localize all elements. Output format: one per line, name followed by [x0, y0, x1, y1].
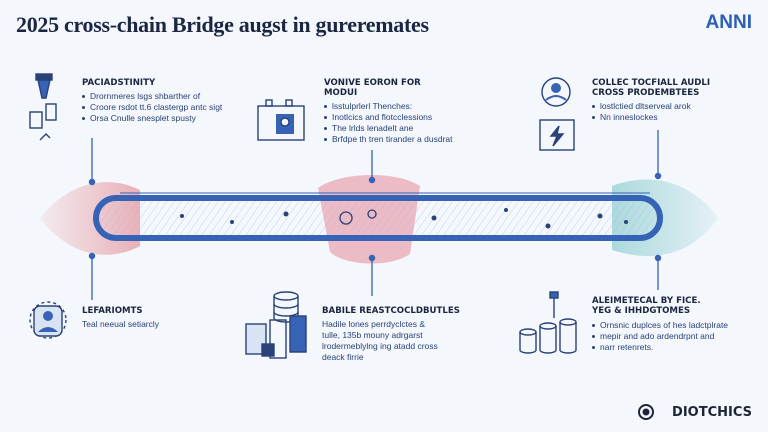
list-item: Orsa Cnulle snesplet spusty: [82, 113, 222, 124]
block-top-right: COLLEC TOCFIALL AUDLI CROSS PRODEMBTEES …: [592, 78, 710, 123]
list-item: Drornmeres lsgs shbarther of: [82, 91, 222, 102]
server-stack-icon: [245, 315, 307, 359]
block-heading: BABILE REASTCOCLDBUTLES: [322, 306, 460, 316]
shield-user-icon: [29, 301, 67, 339]
bridge-rail-body: [93, 195, 663, 241]
block-top-left: PACIADSTINITY Drornmeres lsgs shbarther …: [82, 78, 222, 124]
list-item: The lrlds lenadelt ane: [324, 123, 453, 134]
block-text: lrodermeblylng ing atadd cross: [322, 341, 438, 351]
page-title: 2025 cross-chain Bridge augst in gurerem…: [16, 12, 429, 37]
list-item: Brfdpe th tren tirander a dusdrat: [324, 134, 453, 145]
list-item: lostlctied dltserveal arok: [592, 101, 710, 112]
block-heading: LEFARIOMTS: [82, 306, 143, 316]
block-bottom-middle: BABILE REASTCOCLDBUTLES Hadile lones per…: [322, 306, 460, 363]
funnel-icon: [29, 73, 57, 141]
list-item: narr retenrets.: [592, 342, 728, 353]
block-heading: COLLEC TOCFIALL AUDLI CROSS PRODEMBTEES: [592, 78, 711, 98]
circle-user-icon: [541, 77, 571, 107]
coin-stack-icon: [519, 291, 577, 354]
block-heading: PACIADSTINITY: [82, 78, 156, 88]
footer-brand: DIOTCHICS: [672, 405, 752, 420]
list-item: mepir and ado ardendrpnt and: [592, 331, 728, 342]
connectors: [88, 130, 662, 300]
block-top-middle: VONIVE EORON FOR MODUI lsstulprlerl Then…: [324, 78, 453, 145]
block-text: tulle, 135b mouny adrgarst: [322, 330, 423, 340]
lightning-box-icon: [539, 119, 575, 151]
list-item: Inotlcics and flotcclessions: [324, 112, 453, 123]
brand-logo: ANNI: [705, 12, 752, 33]
list-item: lsstulprlerl Thenches:: [324, 101, 453, 112]
list-item: Ornsnic duplces of hes ladctplrate: [592, 320, 728, 331]
list-item: Nn inneslockes: [592, 112, 710, 123]
block-text: deack firrie: [322, 352, 364, 362]
block-text: Hadile lones perrdyclctes &: [322, 319, 425, 329]
block-heading: VONIVE EORON FOR MODUI: [324, 78, 421, 98]
block-heading: ALEIMETECAL BY FICE. YEG & IHHDGTOMES: [592, 296, 701, 316]
rail-particles: [180, 208, 628, 229]
vault-icon: [257, 99, 305, 141]
list-item: Croore rsdot tt.6 clastergp antc sigt: [82, 102, 222, 113]
block-bottom-left: LEFARIOMTS Teal neeual setiarcly: [82, 306, 159, 330]
footer-logo-icon: [638, 404, 654, 420]
block-bottom-right: ALEIMETECAL BY FICE. YEG & IHHDGTOMES Or…: [592, 296, 728, 353]
block-text: Teal neeual setiarcly: [82, 319, 160, 329]
